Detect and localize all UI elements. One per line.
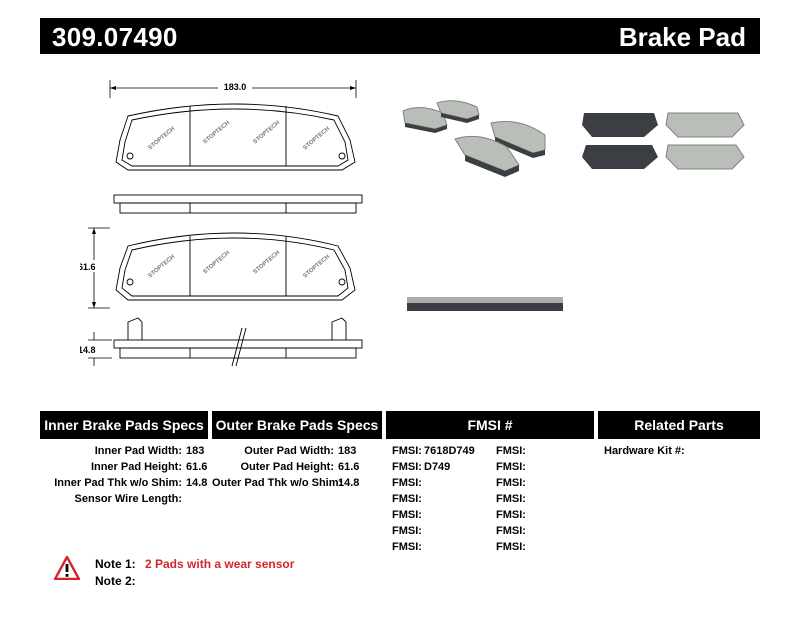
note-1-text: 2 Pads with a wear sensor [145, 557, 295, 571]
fmsi-label: FMSI: [496, 493, 526, 505]
part-number: 309.07490 [52, 22, 178, 52]
inner-pad-thickness-label: Inner Pad Thk w/o Shim: [54, 477, 182, 489]
svg-text:STOPTECH: STOPTECH [147, 254, 176, 280]
outer-pad-thickness-value: 14.8 [338, 477, 360, 489]
inner-pad-width-label: Inner Pad Width: [94, 445, 182, 457]
svg-text:STOPTECH: STOPTECH [147, 126, 176, 152]
svg-text:STOPTECH: STOPTECH [302, 254, 331, 280]
fmsi-label: FMSI: [496, 445, 526, 457]
note-2-label: Note 2: [95, 574, 136, 588]
outer-pad-width-label: Outer Pad Width: [244, 445, 334, 457]
sensor-wire-length-label: Sensor Wire Length: [74, 493, 182, 505]
outer-pad-height-label: Outer Pad Height: [240, 461, 334, 473]
thickness-dimension: 14.8 [80, 332, 112, 366]
svg-text:STOPTECH: STOPTECH [252, 250, 281, 276]
outer-specs-header: Outer Brake Pads Specs [212, 411, 382, 439]
inner-pad-height-label: Inner Pad Height: [90, 461, 182, 473]
pad-front-view [115, 232, 356, 301]
title-bar: 309.07490 Brake Pad [40, 18, 760, 54]
technical-drawing: 183.0 STOPTECH STOPTECH STOPTECH STOPTEC… [80, 80, 363, 367]
width-dimension-label: 183.0 [224, 82, 247, 92]
brand-stamps-top: STOPTECH STOPTECH STOPTECH STOPTECH [147, 120, 331, 152]
fmsi-label: FMSI: [392, 445, 422, 457]
related-parts-header: Related Parts [598, 411, 760, 439]
pad-top-view [115, 103, 356, 171]
hardware-kit-label: Hardware Kit #: [604, 445, 685, 457]
fmsi-header: FMSI # [386, 411, 594, 439]
fmsi-label: FMSI: [392, 525, 422, 537]
fmsi-value: 7618D749 [424, 445, 475, 457]
fmsi-label: FMSI: [496, 525, 526, 537]
fmsi-label: FMSI: [496, 461, 526, 473]
fmsi-label: FMSI: [392, 493, 422, 505]
fmsi-value: D749 [424, 461, 451, 473]
thickness-dimension-label: 14.8 [80, 345, 96, 355]
fmsi-label: FMSI: [392, 477, 422, 489]
fmsi-label: FMSI: [496, 509, 526, 521]
outer-pad-thickness-label: Outer Pad Thk w/o Shim: [212, 477, 343, 489]
svg-text:STOPTECH: STOPTECH [202, 250, 231, 276]
inner-specs-header: Inner Brake Pads Specs [40, 411, 208, 439]
pad-side-view-bottom [113, 317, 363, 367]
svg-text:STOPTECH: STOPTECH [202, 120, 231, 146]
outer-pad-width-value: 183 [338, 445, 357, 457]
svg-text:STOPTECH: STOPTECH [252, 120, 281, 146]
brand-stamps-front: STOPTECH STOPTECH STOPTECH STOPTECH [147, 250, 331, 280]
pad-side-view-top [113, 194, 363, 214]
fmsi-label: FMSI: [392, 541, 422, 553]
inner-pad-width-value: 183 [186, 445, 205, 457]
fmsi-label: FMSI: [392, 461, 422, 473]
fmsi-label: FMSI: [496, 477, 526, 489]
note-1-label: Note 1: [95, 557, 136, 571]
fmsi-label: FMSI: [392, 509, 422, 521]
document-title: Brake Pad [618, 22, 746, 52]
width-dimension: 183.0 [109, 80, 357, 98]
height-dimension-label: 61.6 [80, 262, 96, 272]
fmsi-label: FMSI: [496, 541, 526, 553]
height-dimension: 61.6 [80, 227, 110, 309]
outer-pad-height-value: 61.6 [338, 461, 360, 473]
svg-text:STOPTECH: STOPTECH [302, 126, 331, 152]
warning-icon [54, 556, 80, 580]
pad-side-photo [407, 297, 563, 311]
pad-set-photo [402, 100, 546, 177]
inner-pad-height-value: 61.6 [186, 461, 208, 473]
inner-pad-thickness-value: 14.8 [186, 477, 208, 489]
pad-views-photo [582, 112, 745, 170]
